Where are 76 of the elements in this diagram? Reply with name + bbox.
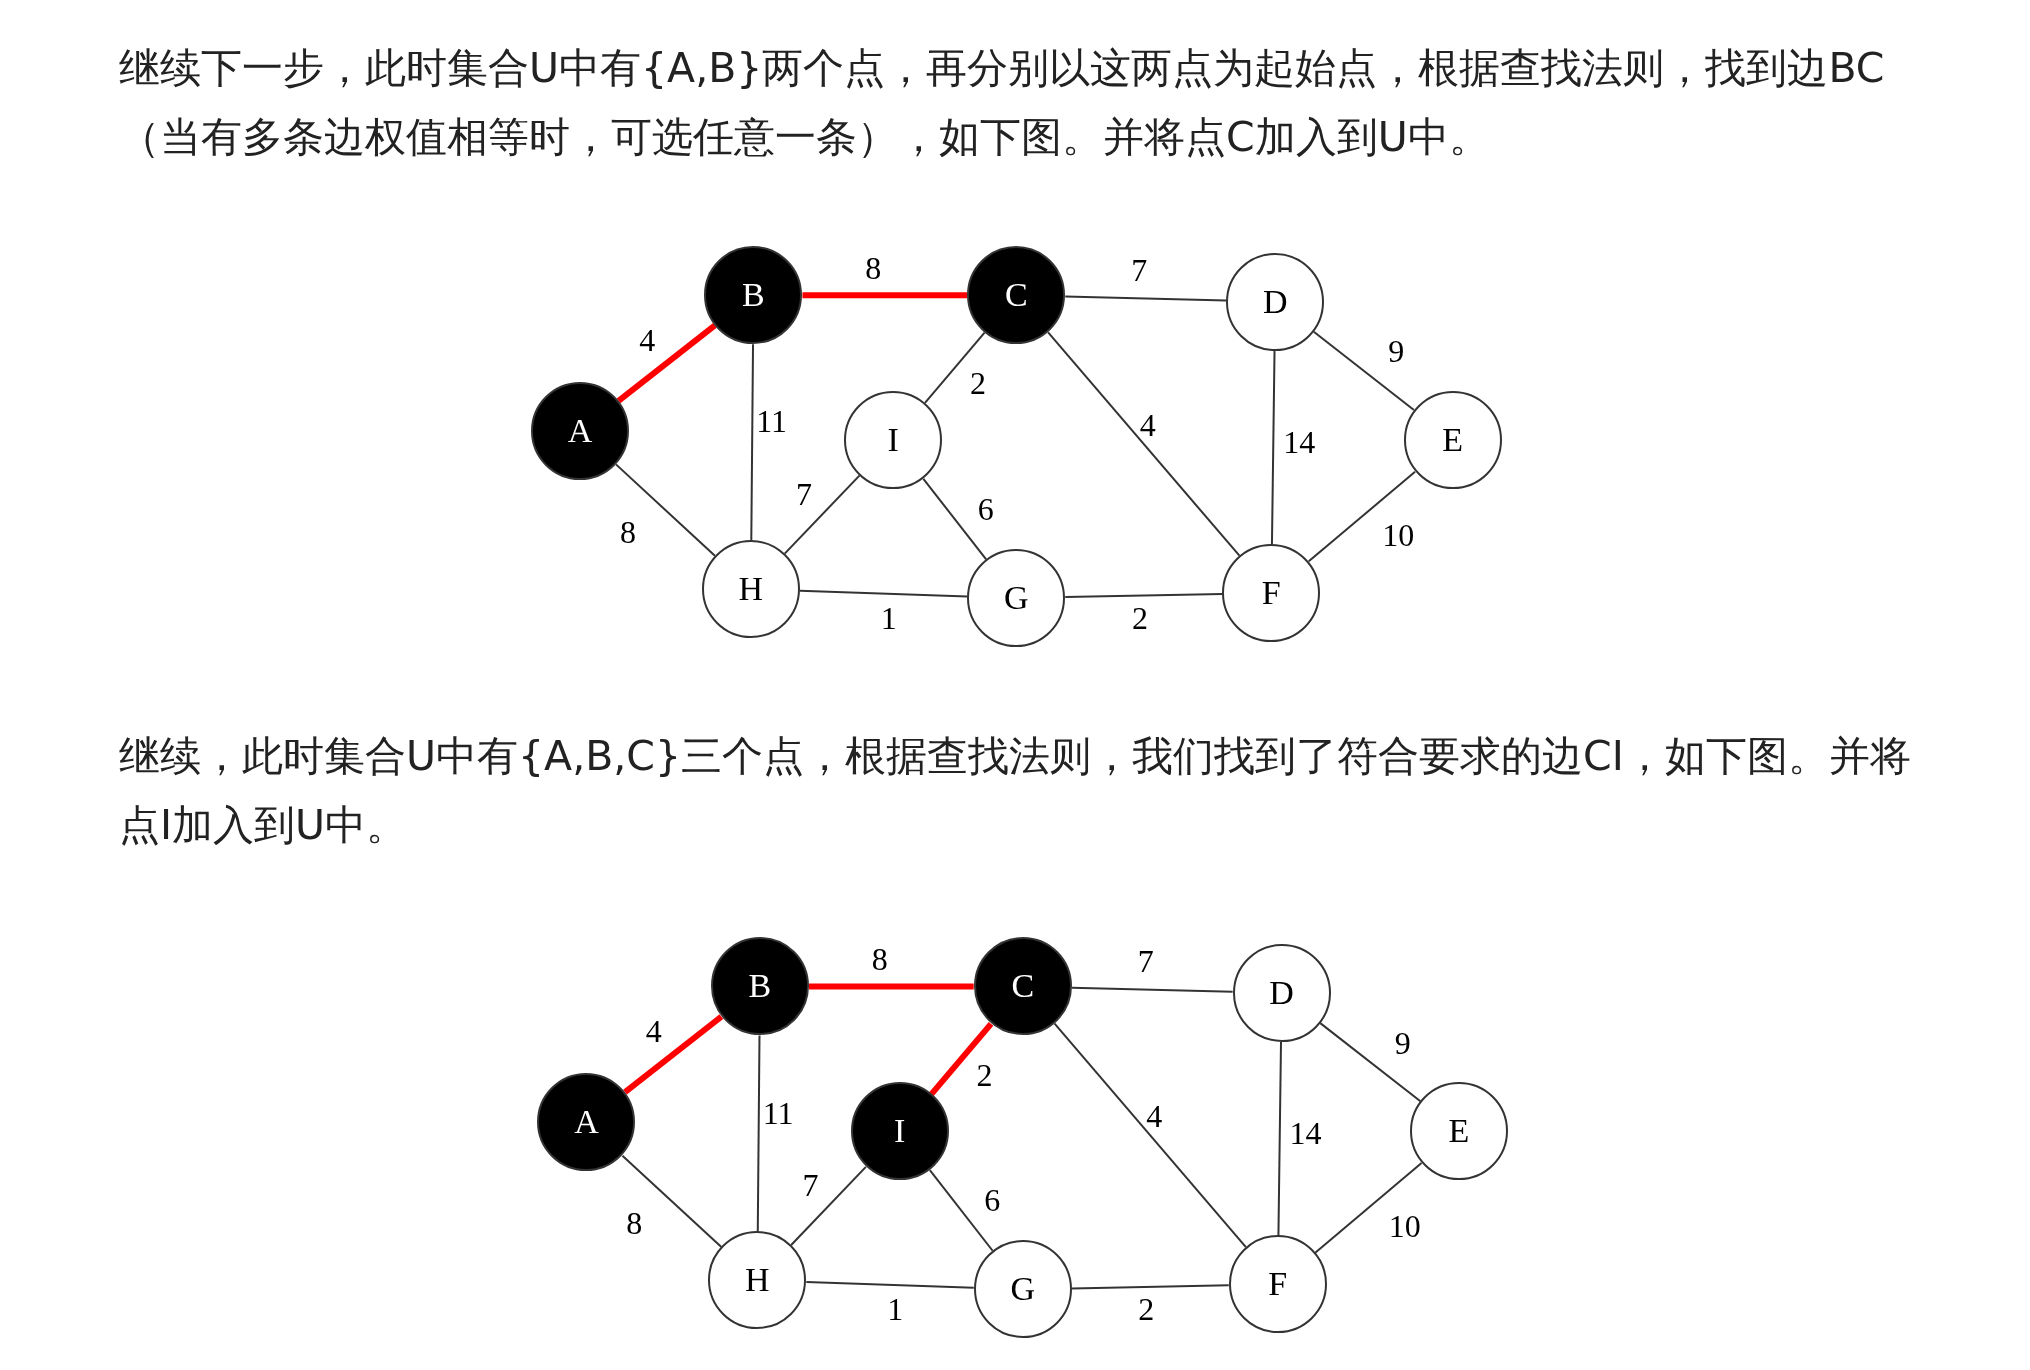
edge-label: 10: [1382, 518, 1415, 551]
graph-node: D: [1232, 943, 1331, 1042]
graph-edge: [1047, 331, 1241, 557]
graph-edge: [1319, 1022, 1422, 1103]
graph-node: G: [973, 1240, 1072, 1339]
edge-label: 10: [1388, 1210, 1421, 1242]
graph-edge: [1070, 986, 1234, 993]
edge-label: 4: [645, 1015, 662, 1048]
edge-label: 8: [619, 516, 636, 549]
edge-label: 6: [977, 492, 994, 525]
graph-edge: [929, 1021, 994, 1097]
graph-node: B: [710, 937, 809, 1036]
graph-node: I: [844, 391, 943, 490]
edge-label: 6: [984, 1184, 1001, 1217]
edge-label: 8: [865, 251, 882, 284]
graph-node: C: [973, 937, 1072, 1036]
graph-node: D: [1226, 252, 1325, 351]
edge-label: 8: [871, 943, 888, 976]
graph-edge: [928, 1169, 994, 1252]
edge-label: 9: [1394, 1026, 1411, 1059]
graph-edge: [756, 1034, 761, 1233]
graph-node: A: [537, 1073, 636, 1172]
graph-edge: [623, 1014, 724, 1095]
graph-edge: [1053, 1022, 1247, 1249]
graph-edge: [923, 331, 986, 404]
graph-edge: [798, 589, 969, 598]
edge-label: 2: [1138, 1292, 1155, 1325]
edge-label: 8: [626, 1207, 643, 1240]
graph-node: C: [967, 246, 1066, 345]
graph-edge: [1070, 1284, 1230, 1290]
edge-label: 9: [1388, 335, 1405, 368]
graph-node: H: [701, 540, 800, 639]
graph-edge: [621, 1154, 723, 1249]
graph-node: H: [708, 1231, 807, 1330]
edge-label: 11: [756, 405, 787, 438]
edge-label: 2: [1131, 601, 1148, 634]
edge-label: 7: [802, 1169, 819, 1202]
graph-edge: [1064, 295, 1228, 302]
graph-edge: [802, 292, 968, 299]
paragraph: 继续，此时集合U中有{A,B,C}三个点，根据查找法则，我们找到了符合要求的边CI，如下图。并将点I加入到U中。: [119, 731, 1912, 851]
graph-edge: [1277, 1040, 1282, 1237]
graph-node: G: [967, 549, 1066, 648]
graph-edge: [616, 323, 717, 404]
graph-edge: [808, 983, 974, 990]
edge-label: 1: [887, 1293, 904, 1326]
edge-label: 4: [1146, 1099, 1163, 1132]
edge-label: 14: [1289, 1117, 1322, 1150]
edge-label: 2: [970, 367, 987, 400]
edge-label: 7: [795, 477, 812, 510]
graph-edge: [1314, 1162, 1423, 1254]
graph-node: B: [704, 246, 803, 345]
graph-edge: [783, 474, 861, 555]
edge-label: 1: [880, 602, 897, 635]
graph-edge: [922, 477, 988, 561]
paragraph: 继续下一步，此时集合U中有{A,B}两个点，再分别以这两点为起始点，根据查找法则，找到边BC（当有多条边权值相等时，可选任意一条），如下图。并将点C加入到U中。: [119, 43, 1886, 163]
graph-edge: [790, 1165, 867, 1246]
graph-node: E: [1410, 1082, 1508, 1181]
graph-node: I: [850, 1082, 949, 1181]
edge-label: 7: [1131, 253, 1148, 286]
graph-node: F: [1222, 543, 1321, 642]
graph-edge: [1312, 330, 1415, 411]
edge-label: 14: [1283, 426, 1316, 459]
graph-node: A: [530, 382, 629, 481]
edge-label: 7: [1137, 945, 1154, 978]
graph-edge: [1270, 349, 1276, 545]
edge-label: 2: [976, 1058, 993, 1091]
edge-label: 11: [762, 1096, 794, 1129]
graph-edge: [805, 1281, 975, 1289]
edge-label: 4: [1139, 408, 1156, 441]
graph-node: E: [1403, 391, 1502, 490]
graph-edge: [750, 343, 755, 542]
graph-node: F: [1228, 1235, 1327, 1334]
graph-edge: [1307, 470, 1417, 563]
graph-edge: [1064, 592, 1224, 599]
graph-edge: [614, 463, 716, 557]
edge-label: 4: [639, 323, 656, 356]
